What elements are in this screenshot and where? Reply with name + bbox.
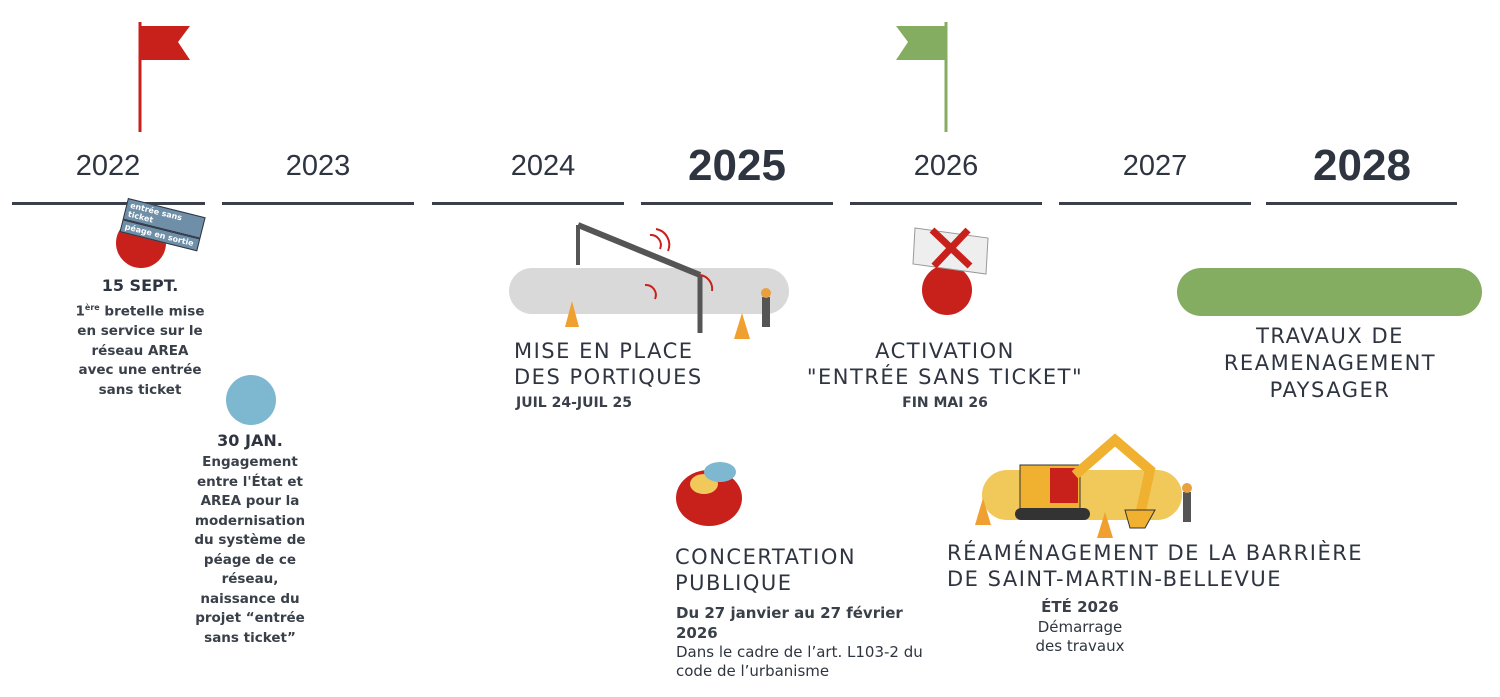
excavator-icon (975, 433, 1192, 538)
year-2024: 2024 (510, 150, 576, 182)
event-date: 30 JAN. (217, 431, 283, 450)
timeline-segment (222, 202, 414, 205)
event-date: 15 SEPT. (101, 276, 179, 295)
year-2023: 2023 (285, 150, 351, 182)
period-bar-green (1177, 268, 1482, 316)
year-2022: 2022 (75, 150, 141, 182)
event-description: Engagement entre l'État et AREA pour la … (194, 454, 306, 646)
timeline-segment (432, 202, 624, 205)
timeline-segment (1266, 202, 1457, 205)
event-marker-blue (226, 375, 276, 425)
year-2025: 2025 (688, 141, 786, 190)
event-marker-red (922, 265, 972, 315)
green-flag-icon (896, 22, 948, 132)
event-date: FIN MAI 26 (902, 395, 988, 411)
year-2028: 2028 (1313, 141, 1411, 190)
event-title: ACTIVATION"ENTRÉE SANS TICKET" (806, 339, 1084, 389)
cancelled-ticket-icon (912, 227, 989, 275)
event-date: JUIL 24-JUIL 25 (516, 395, 632, 411)
year-2026: 2026 (913, 150, 979, 182)
timeline-segment (850, 202, 1042, 205)
event-date: Du 27 janvier au 27 février 2026 (676, 604, 903, 642)
red-flag-icon (138, 22, 190, 132)
year-2027: 2027 (1122, 150, 1188, 182)
timeline-segment (12, 202, 205, 205)
gantry-icon (565, 222, 771, 339)
event-description: Dans le cadre de l’art. L103-2 du code d… (676, 643, 923, 680)
timeline-segment (641, 202, 833, 205)
event-description: Démarrage des travaux (1035, 618, 1125, 655)
period-bar-gray (509, 268, 789, 314)
speech-bubbles-icon (690, 462, 736, 494)
event-description: 1ère bretelle mise en service sur le rés… (75, 303, 205, 398)
event-date: ÉTÉ 2026 (1041, 598, 1119, 616)
timeline-segment (1059, 202, 1251, 205)
